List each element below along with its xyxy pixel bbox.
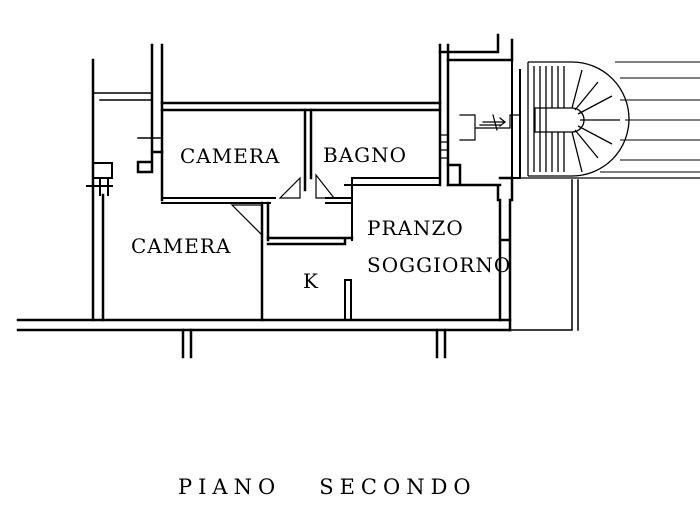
stair-right-column (511, 59, 521, 179)
top-right-corner (438, 33, 514, 62)
stair-landing (459, 114, 521, 141)
spiral-stair (527, 61, 700, 177)
door-swing-camera (278, 176, 301, 199)
walls (16, 33, 700, 359)
plan-caption: PIANO SECONDO (178, 475, 477, 499)
camera-top-left-wall-low (136, 150, 164, 202)
camera-top-left-wall (150, 43, 164, 154)
room-label-soggiorno: SOGGIORNO (367, 253, 511, 277)
mid-wall (161, 197, 353, 204)
kitchen-left-wall (260, 201, 270, 322)
bagno-right-wall (438, 43, 450, 187)
top-wall (160, 101, 442, 112)
kitchen-top-wall (266, 236, 354, 246)
stair-arrow (482, 117, 506, 127)
room-label-kitchen: K (303, 269, 319, 293)
room-label-camera-left: CAMERA (131, 234, 231, 258)
bottom-stubs (181, 328, 447, 359)
mid-wall-right (344, 177, 441, 241)
left-wall (91, 58, 105, 322)
balcony-right (509, 179, 579, 331)
door-swing-bagno (315, 173, 336, 199)
right-wall (498, 198, 512, 332)
bagno-window (439, 134, 449, 159)
bottom-wall (16, 318, 512, 332)
room-label-bagno: BAGNO (323, 143, 407, 167)
kitchen-counter (344, 279, 352, 321)
stair-shaft-wall (446, 163, 514, 202)
bagno-partition (303, 108, 313, 192)
left-upper-ledge (92, 92, 153, 101)
room-label-pranzo: PRANZO (367, 216, 464, 240)
room-label-camera-top: CAMERA (180, 144, 280, 168)
left-notch (86, 162, 113, 196)
door-swing-camera-left (230, 204, 263, 237)
